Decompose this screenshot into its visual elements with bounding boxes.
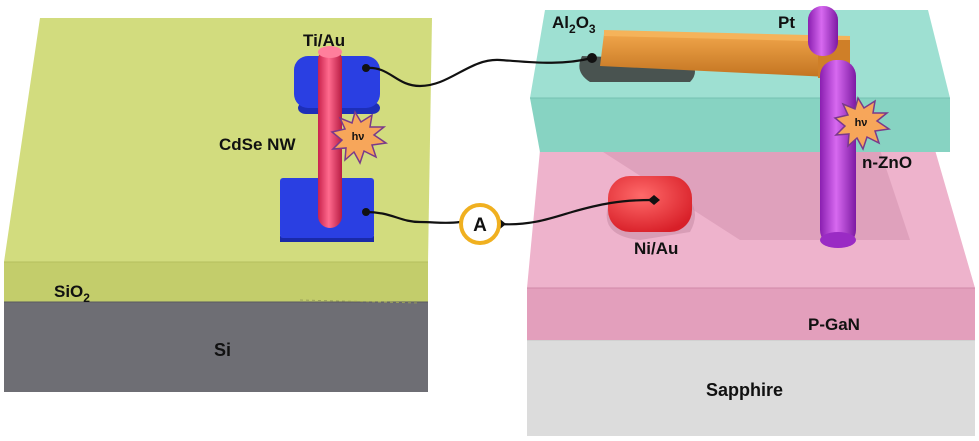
al2o3-label: Al2O3	[552, 13, 596, 36]
si-label: Si	[214, 340, 231, 360]
top-wire	[365, 56, 593, 88]
sio2-front-face	[4, 262, 428, 302]
left-device: hν Ti/Au CdSe NW SiO2 Si	[4, 18, 432, 392]
bottom-wire-left	[365, 210, 461, 224]
photon-label-left: hν	[352, 131, 365, 143]
ammeter: A	[459, 203, 501, 245]
sio2-label: SiO2	[54, 282, 90, 305]
bottom-wire-right	[499, 198, 653, 226]
p-gan-label: P-GaN	[808, 315, 860, 334]
photon-burst-left: hν	[330, 110, 389, 165]
n-zno-label: n-ZnO	[862, 153, 912, 172]
cdse-nw-label: CdSe NW	[219, 135, 296, 154]
si-front-face	[4, 302, 428, 392]
cdse-nanowire	[318, 46, 342, 228]
niau-contact	[606, 176, 695, 240]
sapphire-label: Sapphire	[706, 380, 783, 400]
photon-burst-right: hν	[833, 96, 892, 151]
ti-au-label: Ti/Au	[303, 31, 345, 50]
circuit	[365, 56, 653, 226]
pt-label: Pt	[778, 13, 795, 32]
pgan-front-face	[527, 288, 975, 340]
ammeter-label: A	[473, 215, 487, 236]
right-device: hν Al2O3 Pt n-ZnO Ni/Au P-GaN Sapphire	[527, 6, 975, 436]
ni-au-label: Ni/Au	[634, 239, 678, 258]
sapphire-front-face	[527, 340, 975, 436]
photon-label-right: hν	[855, 117, 868, 129]
al2o3-front-face	[530, 98, 950, 152]
